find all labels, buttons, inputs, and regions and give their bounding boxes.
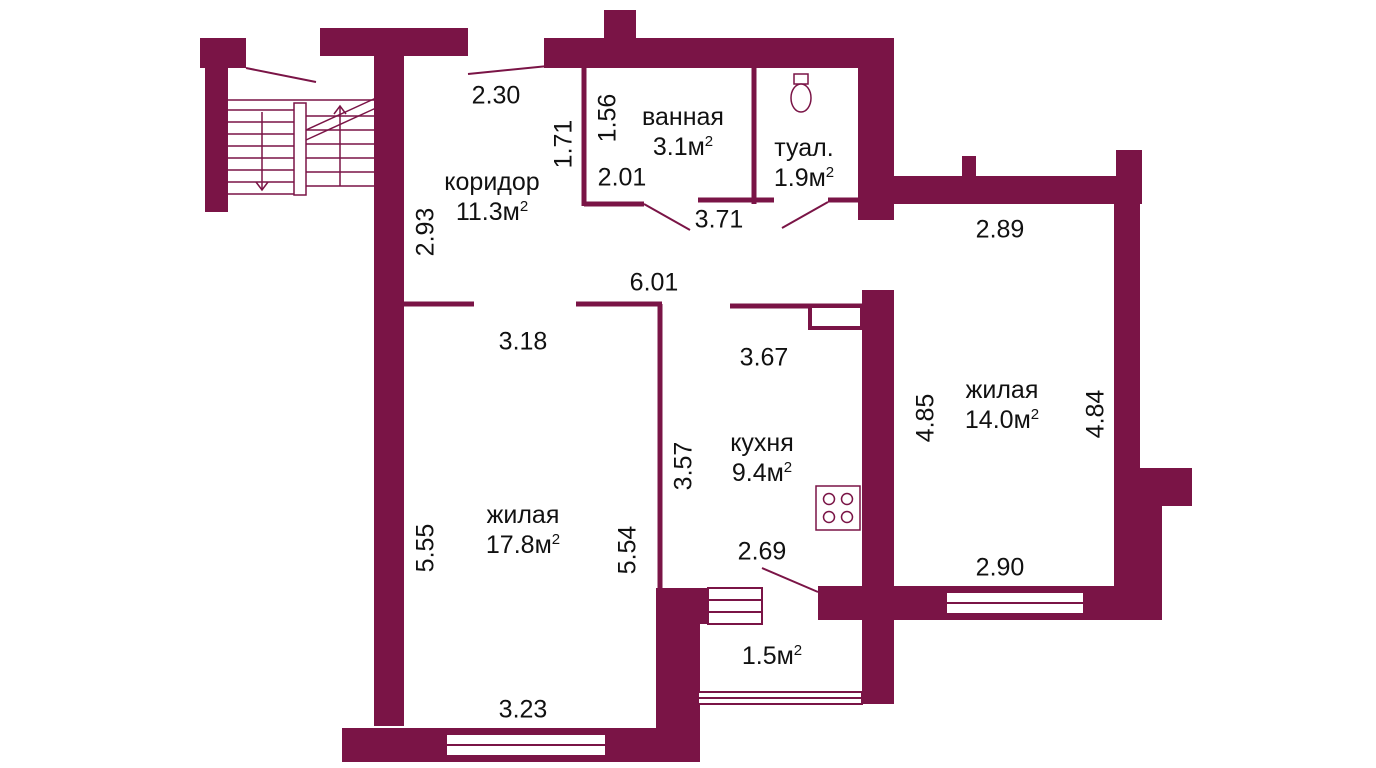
dim-living1-left-height: 5.55 (411, 523, 440, 573)
stove-icon (815, 485, 861, 531)
dim-bathroom-height: 1.56 (593, 93, 622, 143)
room-area: 11.3м2 (455, 198, 529, 226)
dim-corridor-length: 6.01 (629, 268, 679, 297)
room-area: 3.1м2 (652, 133, 714, 161)
room-name: ванная (642, 103, 724, 131)
dim-living1-top-width: 3.18 (498, 327, 548, 356)
room-area: 1.9м2 (773, 164, 835, 192)
dim-living2-bottom-width: 2.90 (975, 553, 1025, 582)
room-area: 9.4м2 (731, 459, 793, 487)
room-label-toilet: туал. 1.9м2 (774, 133, 834, 193)
dim-kitchen-height: 3.57 (669, 441, 698, 491)
dim-bathroom-width: 2.01 (597, 163, 647, 192)
room-name: жилая (486, 501, 560, 529)
dim-living2-left-height: 4.85 (911, 393, 940, 443)
dim-living2-top-width: 2.89 (975, 215, 1025, 244)
room-label-bathroom: ванная 3.1м2 (642, 102, 724, 162)
room-area: 14.0м2 (964, 406, 1040, 434)
room-area: 17.8м2 (485, 531, 561, 559)
partitions (404, 65, 864, 593)
dim-living1-bottom-width: 3.23 (498, 695, 548, 724)
dim-corridor-entrance-width: 2.30 (471, 81, 521, 110)
windows (445, 587, 1085, 757)
staircase (200, 38, 377, 212)
room-area: 1.5м2 (741, 642, 803, 670)
walls (320, 10, 1192, 762)
room-label-corridor: коридор 11.3м2 (444, 167, 539, 227)
dim-living2-right-height: 4.84 (1081, 389, 1110, 439)
room-label-living-1: жилая 17.8м2 (486, 500, 560, 560)
room-name: туал. (774, 134, 834, 162)
room-name: коридор (444, 168, 540, 196)
dim-bath-toilet-total-width: 3.71 (694, 205, 744, 234)
room-label-kitchen: кухня 9.4м2 (730, 428, 794, 488)
room-label-living-2: жилая 14.0м2 (965, 375, 1039, 435)
toilet-bowl-icon (790, 73, 812, 113)
dim-kitchen-bottom-width: 2.69 (737, 537, 787, 566)
stair-treads-right (306, 115, 376, 187)
dim-corridor-height: 2.93 (411, 207, 440, 257)
dim-living1-right-height: 5.54 (613, 525, 642, 575)
room-name: жилая (965, 376, 1039, 404)
dim-kitchen-top-width: 3.67 (739, 343, 789, 372)
stair-treads-left (228, 109, 294, 183)
room-name: кухня (730, 429, 794, 457)
dim-bathroom-corridor-depth: 1.71 (549, 119, 578, 169)
room-label-balcony: 1.5м2 (742, 641, 802, 671)
